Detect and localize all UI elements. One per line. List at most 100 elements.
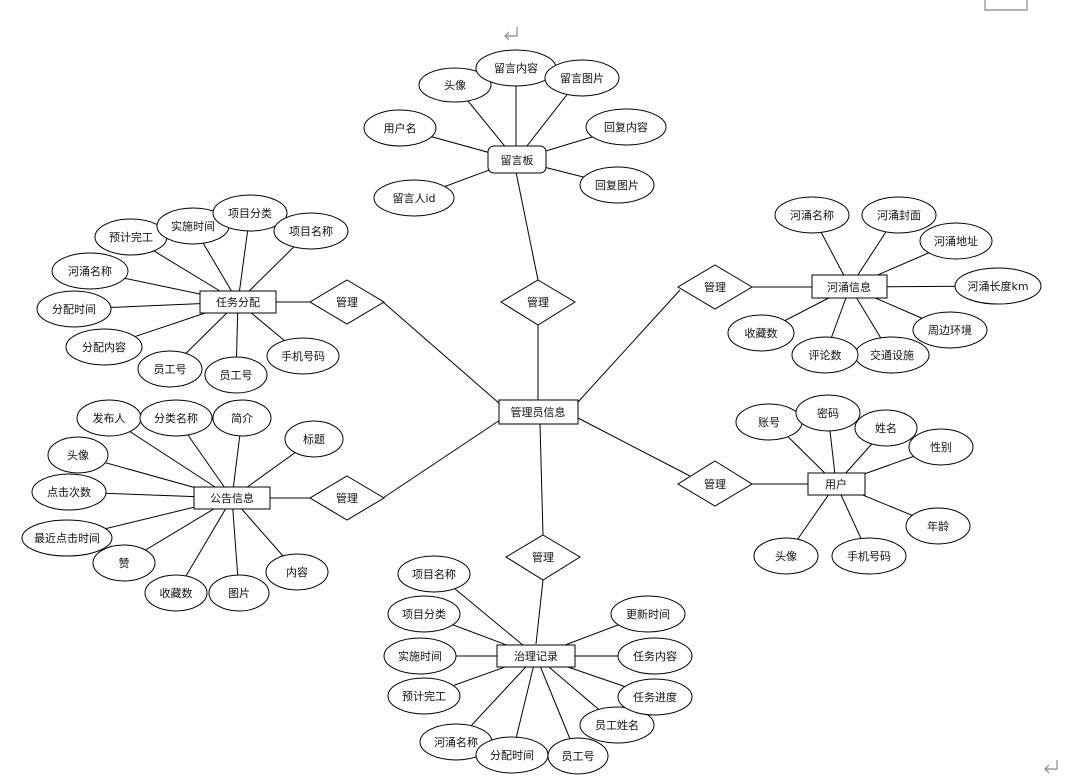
relation-label: 管理	[336, 491, 358, 505]
attr-ellipse: 性别	[908, 428, 974, 466]
attr-ellipse: 任务内容	[617, 637, 693, 675]
return-arrow-icon	[504, 27, 518, 41]
attr-ellipse: 分配内容	[65, 328, 143, 366]
attr-label: 头像	[444, 79, 466, 92]
attr-label: 河涌长度km	[967, 279, 1028, 293]
attr-label: 更新时间	[626, 607, 670, 621]
relation-label: 管理	[527, 295, 549, 309]
attr-ellipse: 河涌名称	[51, 252, 129, 290]
attr-label: 用户名	[384, 121, 417, 135]
attr-label: 年龄	[927, 519, 949, 533]
attr-label: 留言图片	[560, 72, 604, 85]
attr-label: 河涌名称	[790, 208, 834, 222]
attr-label: 性别	[930, 440, 952, 454]
attr-ellipse: 赞	[92, 544, 156, 582]
attr-ellipse: 最近点击时间	[21, 519, 113, 557]
attr-ellipse: 简介	[212, 399, 272, 437]
attr-ellipse: 预计完工	[94, 218, 168, 256]
attr-ellipse: 头像	[753, 537, 819, 575]
relation-diamond: 管理	[309, 279, 385, 325]
attr-label: 员工号	[154, 363, 187, 376]
attr-ellipse: 项目分类	[212, 194, 288, 232]
attr-ellipse: 实施时间	[383, 637, 457, 675]
attr-label: 分配时间	[52, 303, 96, 316]
attr-ellipse: 河涌地址	[919, 222, 993, 260]
attr-label: 预计完工	[402, 689, 446, 703]
attr-ellipse: 分配时间	[475, 736, 549, 774]
attr-ellipse: 账号	[735, 403, 803, 441]
attr-ellipse: 头像	[47, 436, 109, 474]
attr-ellipse: 留言内容	[475, 49, 557, 87]
attr-ellipse: 图片	[208, 574, 270, 612]
attr-label: 头像	[775, 550, 797, 563]
attr-ellipse: 姓名	[854, 409, 918, 447]
attr-ellipse: 河涌名称	[774, 196, 850, 234]
attr-ellipse: 收藏数	[144, 574, 208, 612]
attr-ellipse: 收藏数	[727, 314, 795, 352]
entity-admin-info: 管理员信息	[498, 399, 579, 425]
entity-label: 公告信息	[210, 491, 254, 505]
attr-ellipse: 标题	[284, 420, 344, 458]
attr-ellipse: 回复图片	[579, 166, 655, 204]
attr-label: 手机号码	[847, 549, 891, 563]
attr-label: 交通设施	[870, 348, 914, 362]
attr-ellipse: 项目名称	[397, 555, 471, 593]
attr-label: 内容	[286, 565, 308, 579]
attr-ellipse: 河涌名称	[419, 723, 493, 761]
relation-diamond: 管理	[500, 279, 576, 326]
entity-task-assignment: 任务分配	[199, 290, 277, 314]
attr-label: 周边环境	[928, 323, 972, 337]
entity-river-info: 河涌信息	[811, 274, 888, 299]
attr-ellipse: 项目名称	[273, 212, 349, 250]
relation-label: 管理	[336, 295, 358, 309]
attr-label: 简介	[231, 411, 253, 425]
entity-label: 任务分配	[216, 296, 260, 309]
attr-label: 点击次数	[47, 485, 91, 499]
attr-ellipse: 员工号	[547, 737, 609, 775]
entity-label: 河涌信息	[827, 280, 871, 294]
attr-label: 河涌地址	[934, 234, 978, 248]
attr-label: 预计完工	[109, 230, 153, 244]
attr-label: 最近点击时间	[34, 532, 100, 545]
attr-label: 任务进度	[633, 690, 677, 704]
attr-label: 收藏数	[745, 326, 778, 340]
attr-ellipse: 手机号码	[266, 337, 340, 375]
attr-label: 留言内容	[494, 61, 538, 75]
entity-governance-record: 治理记录	[496, 644, 576, 668]
attr-ellipse: 员工号	[137, 350, 203, 388]
relation-label: 管理	[532, 550, 554, 564]
attr-ellipse: 内容	[265, 553, 329, 591]
attr-label: 任务内容	[633, 649, 677, 663]
attr-label: 项目名称	[289, 224, 333, 238]
attr-label: 分配时间	[490, 749, 534, 762]
attr-label: 实施时间	[171, 219, 215, 233]
attr-ellipse: 留言图片	[544, 59, 620, 97]
attr-label: 评论数	[809, 348, 842, 362]
relation-diamond: 管理	[677, 264, 753, 310]
entity-message-board: 留言板	[487, 145, 547, 174]
relation-label: 管理	[704, 280, 726, 294]
relation-diamond: 管理	[309, 475, 385, 521]
attr-ellipse: 周边环境	[912, 311, 988, 349]
attr-ellipse: 分类名称	[139, 399, 213, 437]
attr-label: 员工号	[562, 750, 595, 763]
attr-ellipse: 河涌封面	[861, 196, 937, 234]
attr-label: 头像	[67, 449, 89, 462]
attr-ellipse: 任务进度	[617, 678, 693, 716]
attr-label: 密码	[817, 406, 839, 420]
attr-label: 留言人id	[392, 192, 435, 205]
attr-label: 赞	[119, 557, 130, 570]
attr-label: 图片	[228, 587, 250, 600]
attr-label: 回复图片	[595, 178, 639, 192]
attr-ellipse: 头像	[418, 67, 492, 103]
attr-label: 收藏数	[160, 586, 193, 600]
attr-ellipse: 年龄	[905, 507, 971, 545]
attr-label: 项目分类	[402, 607, 446, 621]
attr-label: 项目分类	[228, 206, 272, 220]
attr-ellipse: 点击次数	[31, 473, 107, 511]
relation-diamond: 管理	[505, 534, 581, 581]
attr-ellipse: 密码	[795, 394, 861, 432]
attr-ellipse: 预计完工	[387, 677, 461, 715]
attr-label: 项目名称	[412, 567, 456, 581]
